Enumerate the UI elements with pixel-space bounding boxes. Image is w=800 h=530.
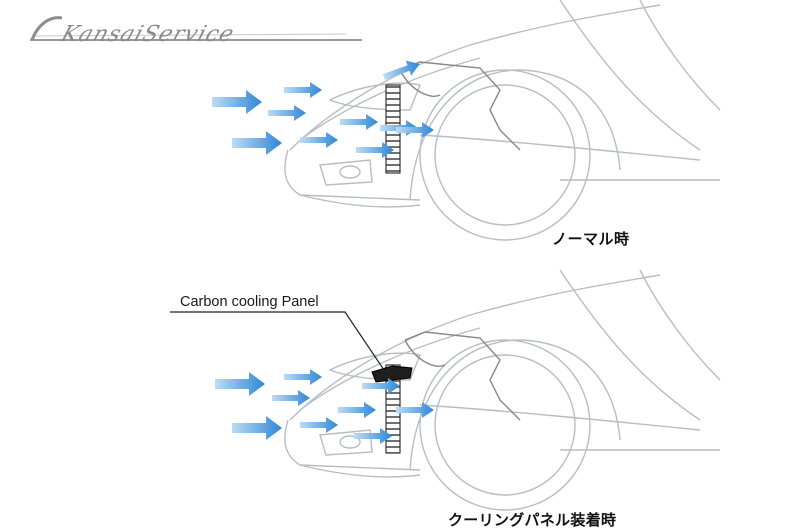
airflow-arrow <box>300 417 338 433</box>
airflow-arrow <box>284 369 322 385</box>
callout-line <box>170 311 385 371</box>
airflow-arrow <box>284 82 322 98</box>
airflow-arrow <box>338 402 376 418</box>
car-outline-top <box>284 0 721 241</box>
airflow-arrow <box>232 131 282 155</box>
airflow-arrows-top <box>212 56 434 158</box>
airflow-arrow <box>340 114 378 130</box>
airflow-arrow <box>268 105 306 121</box>
airflow-arrow <box>300 132 338 148</box>
airflow-arrow <box>396 402 434 418</box>
airflow-arrow <box>212 90 262 114</box>
airflow-arrow <box>272 390 310 406</box>
panel-callout-label: Carbon cooling Panel <box>180 294 319 310</box>
airflow-arrow <box>215 372 265 396</box>
car-outline-bottom <box>284 269 721 511</box>
caption-with-panel: クーリングパネル装着時 <box>448 511 617 529</box>
airflow-arrow <box>232 416 282 440</box>
logo-swoosh <box>30 16 362 41</box>
caption-normal: ノーマル時 <box>552 230 630 248</box>
carbon-cooling-panel <box>371 365 413 383</box>
brand-logo: KansaiService <box>26 10 366 48</box>
